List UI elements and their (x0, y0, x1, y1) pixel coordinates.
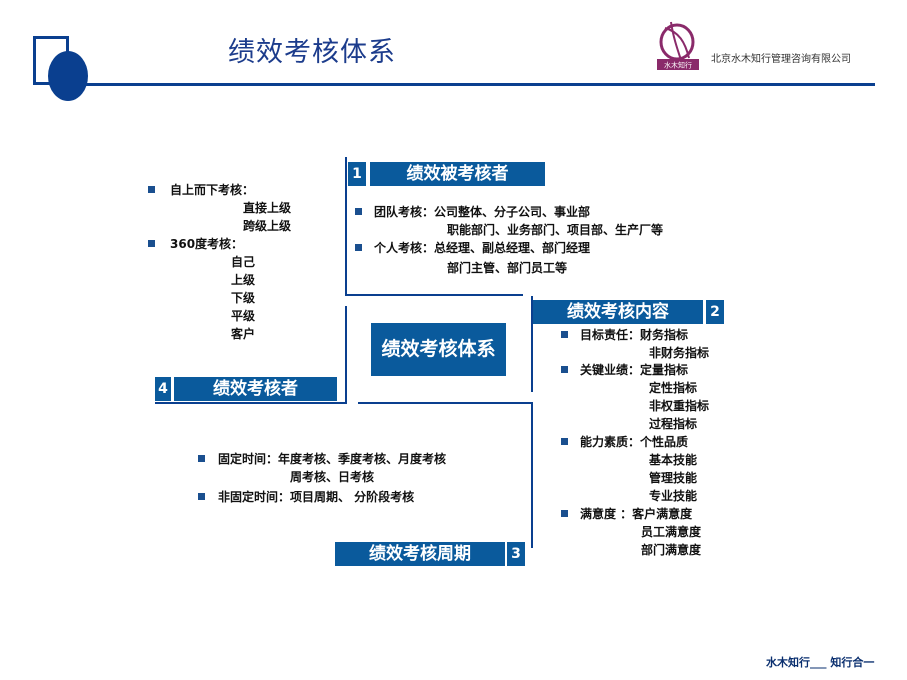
section3-title: 绩效考核周期 (335, 542, 505, 566)
company-name: 北京水木知行管理咨询有限公司 (711, 54, 851, 65)
frame-line (155, 402, 345, 404)
frame-line (531, 296, 533, 392)
footer-slogan: 水木知行___ 知行合一 (766, 656, 875, 669)
section4-line: 自己 (231, 255, 256, 269)
section2-line: 非财务指标 (649, 346, 710, 360)
bullet-icon (561, 510, 568, 517)
bullet-icon (148, 240, 155, 247)
section2-line: 部门满意度 (641, 543, 702, 557)
section3-line: 非固定时间：项目周期、 分阶段考核 (218, 490, 415, 504)
section1-line: 团队考核：公司整体、分子公司、事业部 (374, 205, 591, 219)
bullet-icon (561, 438, 568, 445)
section4-line: 跨级上级 (243, 219, 292, 233)
bullet-icon (198, 493, 205, 500)
section1-line: 个人考核：总经理、副总经理、部门经理 (374, 241, 591, 255)
section3-line: 固定时间：年度考核、季度考核、月度考核 (218, 452, 447, 466)
section1-title: 绩效被考核者 (370, 162, 545, 186)
bullet-icon (561, 331, 568, 338)
logo-text: 水木知行 (664, 61, 692, 70)
section2-line: 员工满意度 (641, 525, 702, 539)
section4-title: 绩效考核者 (174, 377, 337, 401)
page-title: 绩效考核体系 (228, 37, 396, 68)
section2-line: 非权重指标 (649, 399, 710, 413)
section1-line: 职能部门、业务部门、项目部、生产厂等 (447, 223, 664, 237)
bullet-icon (148, 186, 155, 193)
section3-number: 3 (507, 542, 525, 566)
section4-line: 直接上级 (243, 201, 292, 215)
section2-line: 专业技能 (649, 489, 698, 503)
section4-number: 4 (155, 377, 171, 401)
section4-line: 平级 (231, 309, 256, 323)
section2-title: 绩效考核内容 (533, 300, 703, 324)
bullet-icon (198, 455, 205, 462)
section2-line: 基本技能 (649, 453, 698, 467)
frame-line (345, 306, 347, 404)
section2-number: 2 (706, 300, 724, 324)
section2-line: 过程指标 (649, 417, 698, 431)
section2-line: 目标责任：财务指标 (580, 328, 689, 342)
frame-line (345, 157, 347, 296)
section2-line: 能力素质：个性品质 (580, 435, 689, 449)
frame-line (345, 294, 523, 296)
bullet-icon (355, 208, 362, 215)
section2-line: 满意度 ：客户满意度 (580, 507, 693, 521)
section2-line: 管理技能 (649, 471, 698, 485)
section4-line: 上级 (231, 273, 256, 287)
section4-line: 自上而下考核： (170, 183, 255, 197)
center-title-box: 绩效考核体系 (371, 323, 506, 376)
section3-line: 周考核、日考核 (290, 470, 375, 484)
section1-number: 1 (348, 162, 366, 186)
header-divider (80, 83, 875, 86)
section4-line: 客户 (231, 327, 256, 341)
section2-line: 关键业绩：定量指标 (580, 363, 689, 377)
frame-line (358, 402, 533, 404)
swirl-logo-icon: 水木知行 (655, 18, 701, 72)
bullet-icon (561, 366, 568, 373)
section2-line: 定性指标 (649, 381, 698, 395)
deco-circle (48, 51, 88, 101)
bullet-icon (355, 244, 362, 251)
section4-line: 360度考核： (170, 237, 244, 251)
section4-line: 下级 (231, 291, 256, 305)
section1-line: 部门主管、部门员工等 (447, 261, 568, 275)
frame-line (531, 404, 533, 548)
